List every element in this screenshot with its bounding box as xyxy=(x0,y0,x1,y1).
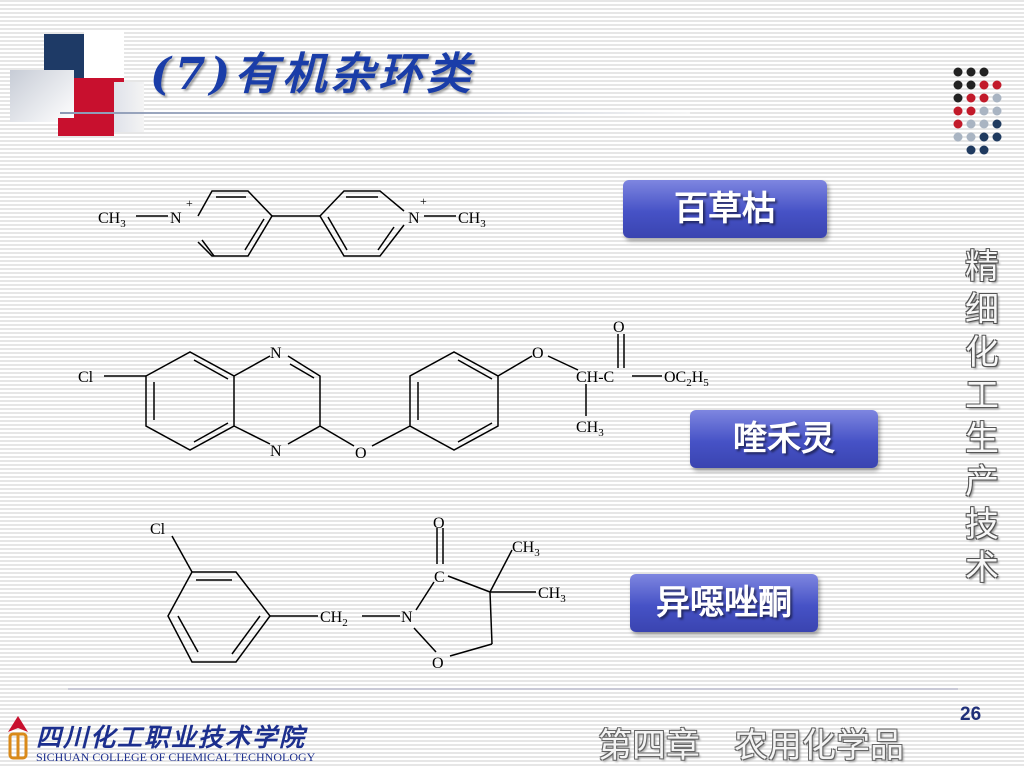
footer-divider xyxy=(68,688,958,690)
decor-dot xyxy=(966,106,976,116)
decor-dot xyxy=(966,132,976,142)
decor-dot xyxy=(966,145,976,155)
decor-dot xyxy=(966,67,976,77)
college-name-en: SICHUAN COLLEGE OF CHEMICAL TECHNOLOGY xyxy=(36,750,316,764)
charge-plus-left: + xyxy=(186,196,193,210)
atom-n-right: N xyxy=(408,210,420,227)
label-paraquat: 百草枯 xyxy=(623,180,827,238)
decor-white-square xyxy=(84,30,124,80)
atom-n: N xyxy=(401,609,413,626)
atom-n-bottom: N xyxy=(270,443,282,460)
decor-dot xyxy=(953,93,963,103)
atom-ch3-right: CH3 xyxy=(458,210,486,230)
atom-o-carbonyl: O xyxy=(433,515,445,532)
decor-red-square-small xyxy=(58,118,114,136)
decor-dot xyxy=(953,119,963,129)
decor-dot xyxy=(992,132,1002,142)
decor-dot xyxy=(979,67,989,77)
structure-clomazone: Cl O C CH3 CH3 CH2 N O xyxy=(150,515,566,672)
atom-oc2h5: OC2H5 xyxy=(664,369,709,389)
decor-dot xyxy=(979,145,989,155)
decor-dot xyxy=(992,80,1002,90)
decor-gray-square xyxy=(10,70,74,122)
atom-ch-c: CH-C xyxy=(576,369,614,386)
atom-ch3-a: CH3 xyxy=(512,539,540,559)
atom-ch3-b: CH3 xyxy=(538,585,566,605)
atom-ch2: CH2 xyxy=(320,609,348,629)
course-title-vertical: 精细化工生产技术 xyxy=(965,247,999,588)
decor-dot xyxy=(979,106,989,116)
decor-dot xyxy=(953,132,963,142)
chapter-title: 第四章 农用化学品 xyxy=(598,726,904,766)
atom-ch3-left: CH3 xyxy=(98,210,126,230)
college-name-cn: 四川化工职业技术学院 xyxy=(36,723,307,752)
decor-dot xyxy=(992,119,1002,129)
decor-dot xyxy=(979,119,989,129)
decor-dot xyxy=(966,93,976,103)
atom-o-ring: O xyxy=(432,655,444,672)
decor-dot xyxy=(966,119,976,129)
structure-quizalofop: Cl N N O O O CH-C OC2H5 CH3 xyxy=(78,319,709,462)
college-logo-icon xyxy=(8,716,28,760)
decor-dot xyxy=(979,132,989,142)
slide-title: (7)有机杂环类 xyxy=(150,49,475,100)
title-underline xyxy=(60,112,690,114)
decor-light-square xyxy=(114,82,144,132)
decor-dot-grid xyxy=(953,67,1002,155)
atom-o-carbonyl: O xyxy=(613,319,625,336)
atom-o-ether: O xyxy=(532,345,544,362)
decor-dot xyxy=(953,106,963,116)
atom-ch3: CH3 xyxy=(576,419,604,439)
decor-dot xyxy=(979,80,989,90)
decor-dot xyxy=(992,93,1002,103)
atom-o-linkage: O xyxy=(355,445,367,462)
atom-n-left: N xyxy=(170,210,182,227)
atom-c: C xyxy=(434,569,445,586)
atom-cl: Cl xyxy=(150,521,166,538)
decor-dot xyxy=(979,93,989,103)
structure-paraquat: CH3 N + N + CH3 xyxy=(98,190,486,257)
page-number: 26 xyxy=(960,704,982,725)
decor-dot xyxy=(953,67,963,77)
atom-cl: Cl xyxy=(78,369,94,386)
label-quizalofop: 喹禾灵 xyxy=(690,410,878,468)
decor-dot xyxy=(992,106,1002,116)
label-clomazone: 异噁唑酮 xyxy=(630,574,818,632)
atom-n-top: N xyxy=(270,345,282,362)
decor-dot xyxy=(953,80,963,90)
decor-dot xyxy=(966,80,976,90)
charge-plus-right: + xyxy=(420,194,427,208)
